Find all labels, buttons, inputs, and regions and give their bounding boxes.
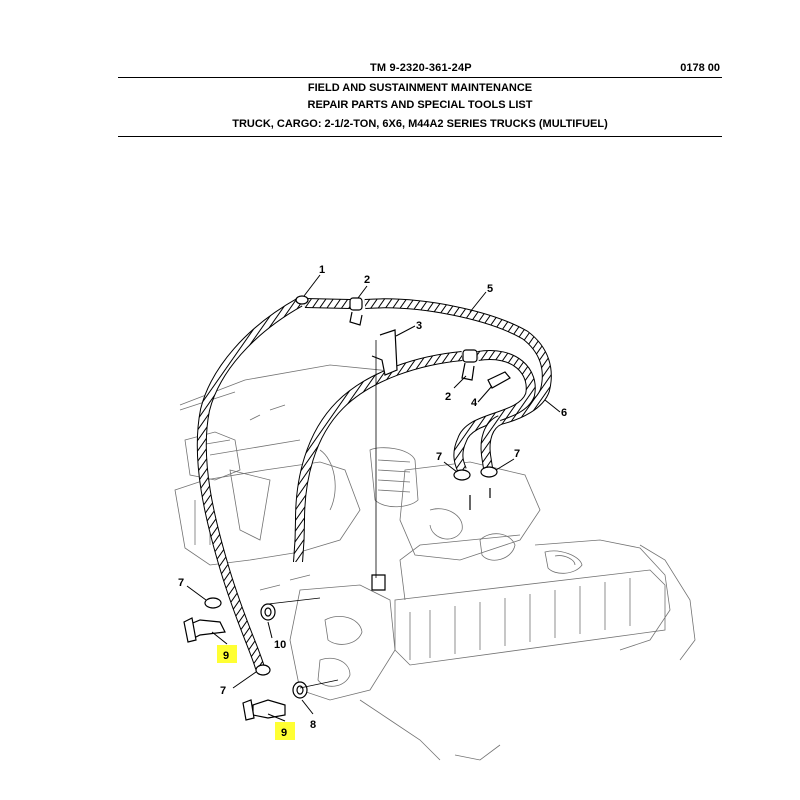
callout-4: 4 xyxy=(471,397,478,409)
callout-9-upper: 9 xyxy=(223,650,229,662)
callout-7-center-right: 7 xyxy=(514,448,520,460)
leader-lines xyxy=(186,274,561,715)
callout-7-bottom: 7 xyxy=(220,685,226,697)
callout-10: 10 xyxy=(274,639,286,651)
callout-1: 1 xyxy=(319,264,325,276)
header-top-line: TM 9-2320-361-24P 0178 00 xyxy=(118,62,722,76)
header-rule-bottom xyxy=(118,136,722,137)
callout-8: 8 xyxy=(310,719,316,731)
header-rule-top xyxy=(118,77,722,78)
highlight-9-upper xyxy=(217,645,237,663)
callout-5: 5 xyxy=(487,283,493,295)
title-line-2: REPAIR PARTS AND SPECIAL TOOLS LIST xyxy=(307,99,533,111)
callout-7-left: 7 xyxy=(178,577,184,589)
callout-6: 6 xyxy=(561,407,567,419)
callout-2-top: 2 xyxy=(364,274,370,286)
engine-background xyxy=(174,364,696,761)
hardware xyxy=(183,295,511,721)
callout-3: 3 xyxy=(416,320,422,332)
callout-9-lower: 9 xyxy=(281,727,287,739)
callout-7-center-left: 7 xyxy=(436,451,442,463)
hose-left-long xyxy=(196,297,303,670)
highlight-9-lower xyxy=(275,722,295,740)
callout-2-lower: 2 xyxy=(445,391,451,403)
tm-number: TM 9-2320-361-24P xyxy=(370,62,472,74)
title-line-1: FIELD AND SUSTAINMENT MAINTENANCE xyxy=(307,82,533,94)
title-line-3: TRUCK, CARGO: 2-1/2-TON, 6X6, M44A2 SERI… xyxy=(232,118,608,130)
work-package-number: 0178 00 xyxy=(680,62,720,74)
